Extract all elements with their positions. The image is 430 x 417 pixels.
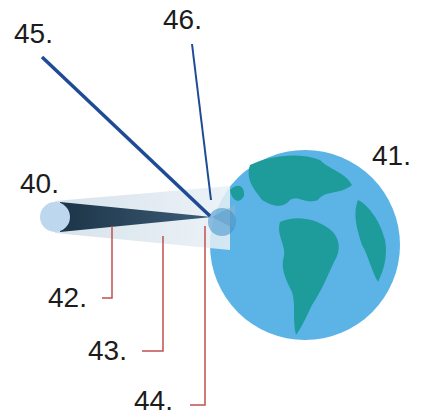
- earth: [210, 150, 400, 340]
- callout-number: 45.: [14, 20, 53, 48]
- leader-line: [42, 57, 210, 216]
- callout-number: 46.: [163, 6, 202, 34]
- shadow-spot: [208, 208, 236, 236]
- umbra: [60, 202, 212, 232]
- callout-number: 44.: [134, 387, 173, 415]
- callout-number: 41.: [372, 142, 411, 170]
- callout-number: 43.: [88, 337, 127, 365]
- callout-number: 42.: [48, 284, 87, 312]
- leader-line: [192, 44, 211, 200]
- leader-line: [142, 236, 163, 351]
- penumbra: [55, 186, 230, 250]
- callout-number: 40.: [20, 170, 59, 198]
- leader-line: [190, 226, 205, 405]
- moon: [40, 202, 70, 232]
- leader-line: [102, 226, 112, 298]
